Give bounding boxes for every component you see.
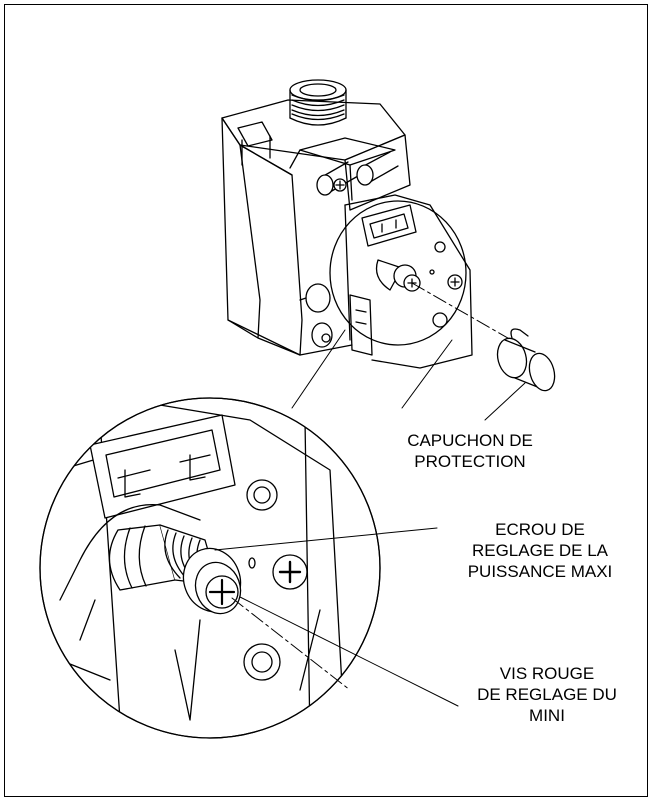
cap-label-line-1: CAPUCHON DE xyxy=(407,431,533,450)
screw-leader-line xyxy=(239,596,459,707)
protection-cap-drawing xyxy=(496,328,556,392)
nut-leader-line xyxy=(214,527,438,551)
screw-label-line-2: DE REGLAGE DU xyxy=(477,685,617,704)
nut-label-line-2: REGLAGE DE LA xyxy=(471,541,609,560)
screw-label-line-3: MINI xyxy=(529,706,565,725)
magnified-detail xyxy=(39,397,381,739)
top-cylinders xyxy=(316,151,399,196)
nut-label: ECROU DE REGLAGE DE LA PUISSANCE MAXI xyxy=(440,519,640,582)
side-bosses xyxy=(299,283,333,348)
screw-label-line-1: VIS ROUGE xyxy=(499,664,595,683)
threaded-inlet xyxy=(289,79,347,126)
screw-label: VIS ROUGE DE REGLAGE DU MINI xyxy=(460,663,634,726)
valve-body xyxy=(221,99,411,356)
nut-label-line-3: PUISSANCE MAXI xyxy=(467,562,613,581)
regulator-housing xyxy=(329,194,473,369)
cap-label: CAPUCHON DE PROTECTION xyxy=(370,430,570,472)
figure-frame xyxy=(4,4,648,797)
nut-label-line-1: ECROU DE xyxy=(495,520,585,539)
cap-label-line-2: PROTECTION xyxy=(414,452,526,471)
